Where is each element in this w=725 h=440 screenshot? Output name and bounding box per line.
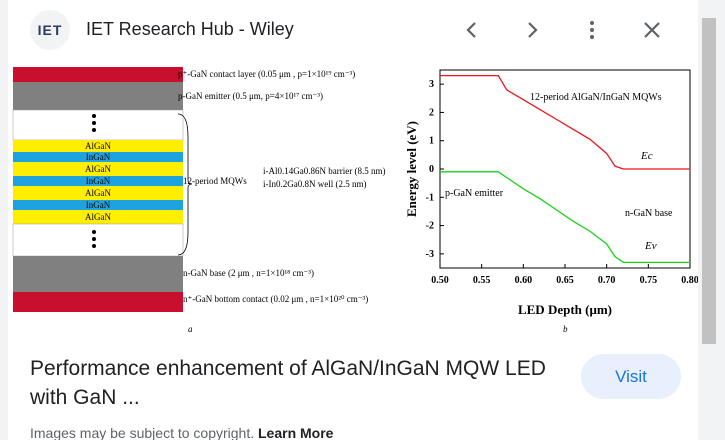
logo-text: IET (37, 22, 63, 38)
result-title[interactable]: Performance enhancement of AlGaN/InGaN M… (30, 357, 546, 409)
site-title: IET Research Hub - Wiley (86, 19, 294, 39)
layer-label-emitter: p-GaN emitter (0.5 μm, p=4×10¹⁷ cm⁻³) (178, 91, 323, 101)
y-tick-label: 3 (429, 79, 434, 90)
x-tick-label: 0.70 (598, 275, 616, 286)
chevron-left-icon (466, 22, 476, 38)
y-tick-label: -1 (426, 192, 434, 203)
stack-label: InGaN (86, 152, 111, 162)
y-tick-label: -3 (426, 249, 434, 260)
series-line-ev (440, 171, 690, 263)
x-tick-label: 0.50 (431, 275, 449, 286)
previous-button[interactable] (456, 14, 488, 46)
annotation-mqw: 12-period AlGaN/InGaN MQWs (530, 92, 662, 103)
caption-b: b (563, 324, 568, 334)
more-vert-icon (590, 21, 594, 39)
preview-header: IET IET Research Hub - Wiley (8, 0, 698, 62)
x-tick-label: 0.60 (515, 275, 533, 286)
stack-label: InGaN (86, 200, 111, 210)
y-tick-label: 1 (429, 136, 434, 147)
next-button[interactable] (516, 14, 548, 46)
close-icon (644, 22, 660, 38)
close-button[interactable] (636, 14, 668, 46)
visit-button[interactable]: Visit (581, 354, 681, 399)
ec-label: Ec (640, 150, 653, 162)
stack-label: AlGaN (85, 188, 111, 198)
stack-label: AlGaN (85, 164, 111, 174)
well-label: i-In0.2Ga0.8N well (2.5 nm) (263, 179, 366, 189)
series-lines (440, 75, 690, 263)
x-axis-label: LED Depth (μm) (518, 302, 612, 317)
chevron-right-icon (528, 22, 538, 38)
caption-a: a (188, 324, 193, 334)
x-tick-label: 0.80 (681, 275, 698, 286)
layer-label-contact: p⁺-GaN contact layer (0.05 μm , p=1×10¹⁹… (178, 69, 355, 79)
y-axis-label: Energy level (eV) (404, 121, 419, 217)
n-contact-layer (13, 292, 183, 312)
mqw-label: 12-period MQWs (183, 176, 247, 186)
y-tick-label: 2 (429, 107, 434, 118)
stack-label: AlGaN (85, 212, 111, 222)
x-tick-label: 0.75 (640, 275, 658, 286)
result-image[interactable]: AlGaN InGaN AlGaN InGaN AlGaN InGaN AlGa… (8, 62, 698, 340)
spacer-bottom (12, 223, 184, 257)
ev-label: Ev (644, 240, 657, 252)
stack-label: InGaN (86, 176, 111, 186)
y-tick-label: -2 (426, 221, 434, 232)
more-options-button[interactable] (576, 14, 608, 46)
image-preview-card: IET IET Research Hub - Wiley (8, 0, 698, 440)
series-line-ec (440, 75, 690, 170)
spacer-top (12, 109, 184, 141)
barrier-label: i-Al0.14Ga0.86N barrier (8.5 nm) (263, 166, 385, 176)
p-contact-layer (13, 67, 183, 82)
layer-stack: AlGaN InGaN AlGaN InGaN AlGaN InGaN AlGa… (12, 67, 193, 312)
y-tick-label: 0 (429, 164, 434, 175)
site-logo: IET (30, 10, 70, 50)
figure-svg: AlGaN InGaN AlGaN InGaN AlGaN InGaN AlGa… (12, 67, 698, 334)
copyright-text: Images may be subject to copyright. (30, 425, 255, 440)
x-axis-ticks: 0.50 0.55 0.60 0.65 0.70 0.75 0.80 (431, 264, 698, 286)
p-emitter-layer (13, 82, 183, 110)
layer-label-base: n-GaN base (2 μm , n=1×10¹⁸ cm⁻³) (183, 268, 314, 278)
y-axis-ticks: 3 2 1 0 -1 -2 -3 (426, 79, 444, 260)
learn-more-link[interactable]: Learn More (258, 425, 334, 440)
scrollbar-thumb[interactable] (702, 18, 716, 344)
n-base-layer (13, 256, 183, 292)
stack-label: AlGaN (85, 141, 111, 151)
x-tick-label: 0.55 (473, 275, 491, 286)
annotation-n-base: n-GaN base (625, 208, 673, 219)
x-tick-label: 0.65 (556, 275, 574, 286)
copyright-notice: Images may be subject to copyright. Lear… (30, 425, 333, 440)
layer-label-bottom: n⁺-GaN bottom contact (0.02 μm , n=1×10²… (183, 294, 368, 304)
annotation-p-emitter: p-GaN emitter (445, 188, 504, 199)
